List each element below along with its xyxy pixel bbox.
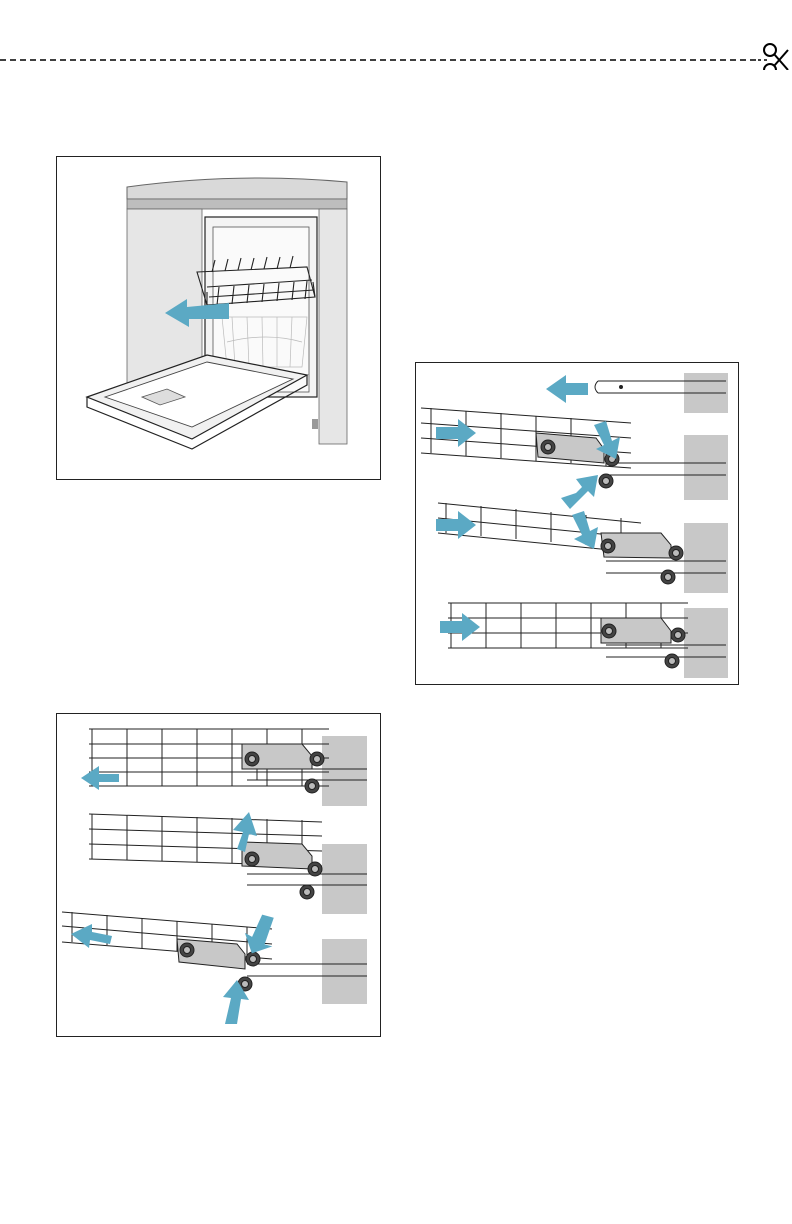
push-down-arrow-2	[572, 511, 598, 549]
scissors-icon	[758, 44, 788, 70]
insert-step-3	[448, 603, 728, 678]
insert-left-arrow	[546, 375, 588, 403]
push-right-arrow-3	[440, 613, 480, 641]
figure-insert-basket	[415, 362, 739, 685]
figure-dishwasher	[56, 156, 381, 480]
figure-remove-basket	[56, 713, 381, 1037]
insert-basket-illustration	[416, 363, 738, 684]
remove-step-3	[62, 912, 367, 1004]
remove-step-2	[89, 814, 367, 914]
remove-step-1	[89, 729, 367, 806]
press-down-arrow	[240, 912, 279, 958]
remove-basket-illustration	[57, 714, 380, 1036]
insert-step-1	[421, 408, 728, 500]
push-right-arrow-1	[436, 419, 476, 447]
insert-step-0	[595, 373, 728, 413]
cut-line	[0, 0, 792, 70]
push-up-arrow-1	[561, 475, 598, 509]
dishwasher-illustration	[57, 157, 380, 479]
